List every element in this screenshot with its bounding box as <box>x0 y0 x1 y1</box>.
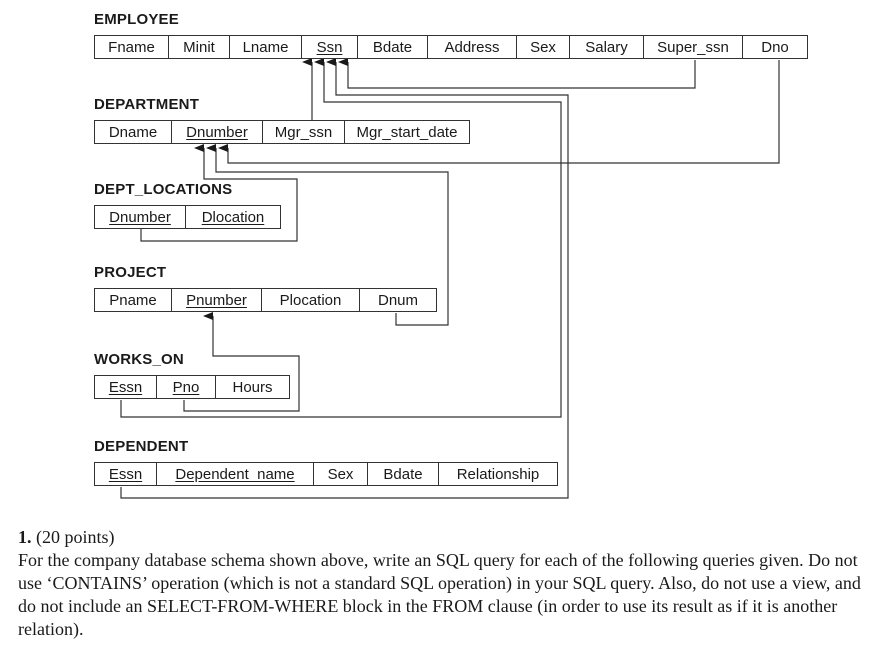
attr-dlocation: Dlocation <box>201 208 265 226</box>
attr-sex: Sex <box>517 36 570 58</box>
attr-super-ssn: Super_ssn <box>644 36 743 58</box>
relation-title-works-on: WORKS_ON <box>94 351 184 368</box>
fk-line-works-on-essn <box>120 58 562 418</box>
attr-relationship: Relationship <box>456 465 540 483</box>
attr-dno: Dno <box>761 38 789 56</box>
question-points: (20 points) <box>36 527 115 547</box>
fk-line-project-dnum <box>206 144 449 326</box>
attr-essn: Essn <box>95 463 157 485</box>
relation-project: Pname Pnumber Plocation Dnum <box>94 288 437 312</box>
attr-ssn: Ssn <box>302 36 358 58</box>
fk-line-dno <box>218 60 780 164</box>
relation-dept-locations: Dnumber Dlocation <box>94 205 281 229</box>
attr-salary: Salary <box>570 36 644 58</box>
attr-bdate: Bdate <box>358 36 428 58</box>
relation-dependent: Essn Dependent_name Sex Bdate Relationsh… <box>94 462 558 486</box>
attr-pname: Pname <box>95 289 172 311</box>
attr-dname: Dname <box>95 121 172 143</box>
attr-essn: Essn <box>95 376 157 398</box>
attr-address: Address <box>428 36 517 58</box>
fk-line-pno <box>183 312 300 412</box>
attr-dnumber: Dnumber <box>95 206 186 228</box>
relation-title-project: PROJECT <box>94 264 167 281</box>
relation-title-employee: EMPLOYEE <box>94 11 179 28</box>
attr-bdate: Bdate <box>368 463 439 485</box>
attr-dependent-name: Dependent_name <box>157 463 314 485</box>
schema-diagram: EMPLOYEE Fname Minit Lname Ssn Bdate Add… <box>94 11 808 499</box>
attr-mgr-ssn: Mgr_ssn <box>263 121 345 143</box>
attr-pno: Pno <box>157 376 216 398</box>
fk-line-dependent-essn <box>120 58 569 499</box>
attr-dnum: Dnum <box>377 291 418 309</box>
relation-title-department: DEPARTMENT <box>94 96 200 113</box>
fk-line-super-ssn <box>338 58 696 89</box>
attr-pnumber: Pnumber <box>172 289 262 311</box>
relation-title-dept-locations: DEPT_LOCATIONS <box>94 181 233 198</box>
question-text: For the company database schema shown ab… <box>18 550 861 639</box>
attr-plocation: Plocation <box>262 289 360 311</box>
relation-employee: Fname Minit Lname Ssn Bdate Address Sex … <box>94 35 808 59</box>
relation-department: Dname Dnumber Mgr_ssn Mgr_start_date <box>94 120 470 144</box>
attr-hours: Hours <box>232 378 273 396</box>
attr-lname: Lname <box>230 36 302 58</box>
question-header: 1. (20 points) <box>18 526 878 549</box>
fk-line-dept-locations-dnumber <box>140 144 298 242</box>
attr-fname: Fname <box>95 36 169 58</box>
foreign-key-connectors <box>120 58 780 499</box>
attr-mgr-start-date: Mgr_start_date <box>356 123 458 141</box>
attr-dnumber: Dnumber <box>172 121 263 143</box>
relation-title-dependent: DEPENDENT <box>94 438 189 455</box>
question-block: 1. (20 points) For the company database … <box>18 526 878 641</box>
attr-sex: Sex <box>314 463 368 485</box>
attr-minit: Minit <box>169 36 230 58</box>
relation-works-on: Essn Pno Hours <box>94 375 290 399</box>
question-number: 1. <box>18 527 32 547</box>
